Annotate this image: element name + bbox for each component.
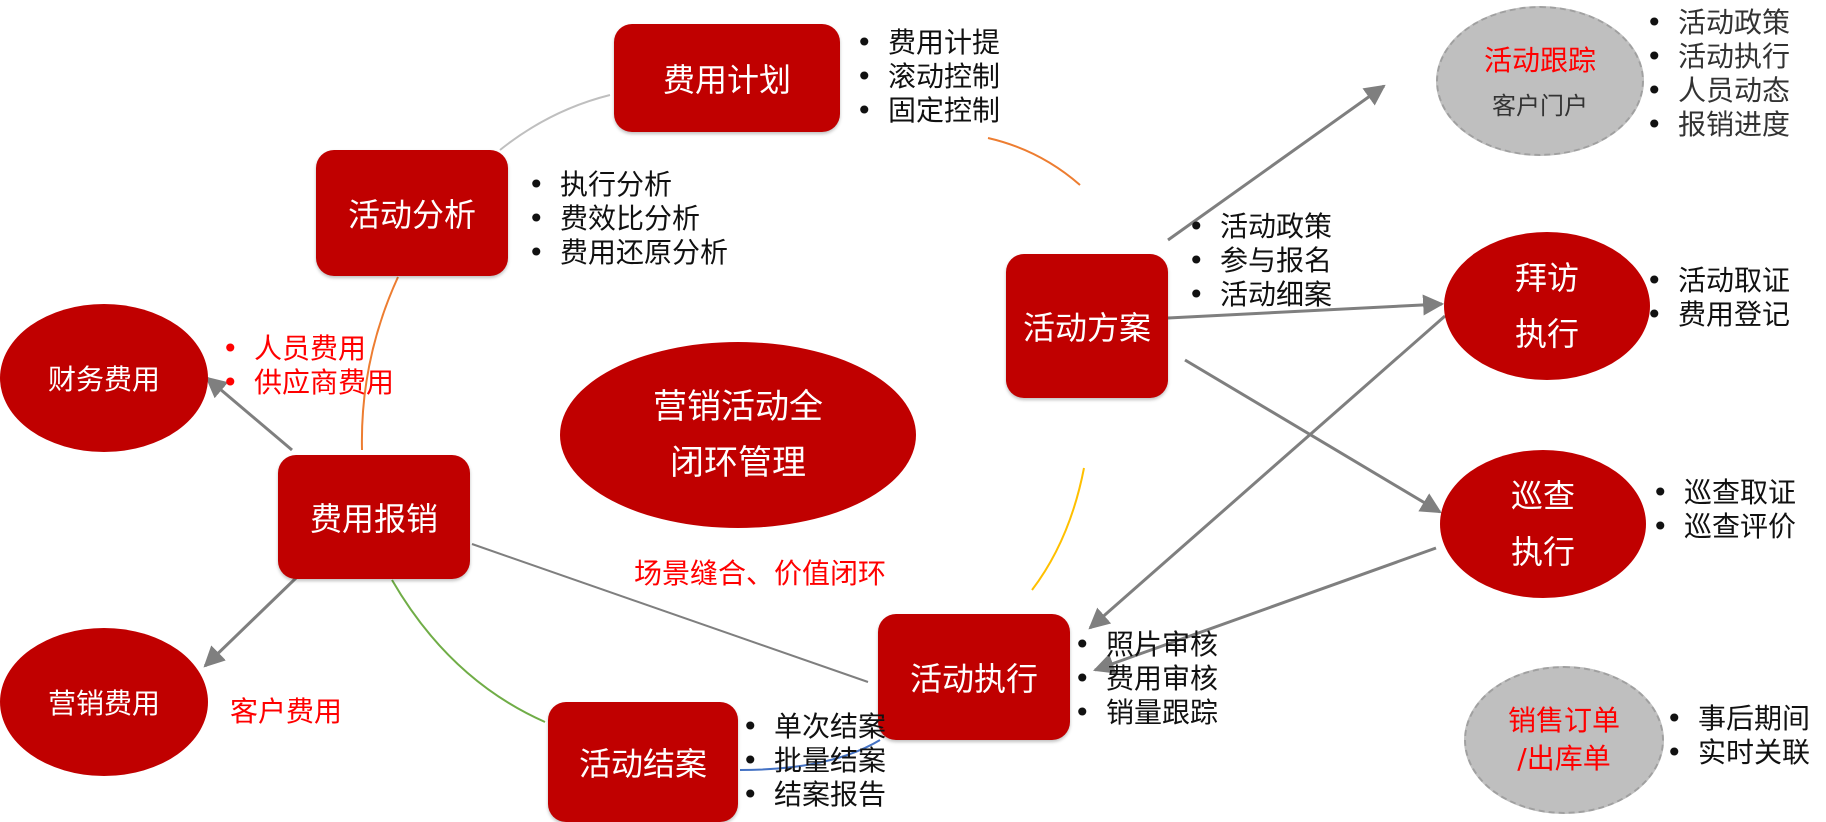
list-item: 费用还原分析 bbox=[524, 236, 728, 270]
list-item: 活动政策 bbox=[1184, 210, 1332, 244]
marketing-fee-label: 营销费用 bbox=[47, 687, 160, 720]
node-settle[interactable]: 活动结案 bbox=[548, 702, 738, 822]
arrow-scheme-patrol bbox=[1184, 358, 1442, 514]
patrol-line1: 巡查 bbox=[1510, 477, 1575, 515]
sales-order-line2: /出库单 bbox=[1517, 742, 1611, 775]
line-reimburse-execute bbox=[471, 543, 869, 683]
scheme-list: 活动政策 参与报名 活动细案 bbox=[1184, 210, 1332, 312]
node-analysis[interactable]: 活动分析 bbox=[316, 150, 508, 276]
ellipse-visit[interactable]: 拜访 执行 bbox=[1444, 232, 1650, 380]
visit-line2: 执行 bbox=[1514, 315, 1579, 353]
plan-list: 费用计提 滚动控制 固定控制 bbox=[852, 26, 1000, 128]
tracking-subtitle: 客户门户 bbox=[1492, 92, 1588, 120]
node-plan[interactable]: 费用计划 bbox=[614, 24, 840, 132]
list-item: 活动细案 bbox=[1184, 278, 1332, 312]
arc-green bbox=[391, 579, 546, 723]
list-item: 单次结案 bbox=[738, 710, 886, 744]
ellipse-sales-order[interactable]: 销售订单 /出库单 bbox=[1464, 666, 1664, 814]
list-item: 活动执行 bbox=[1642, 40, 1790, 74]
list-item: 人员费用 bbox=[218, 332, 394, 366]
list-item: 销量跟踪 bbox=[1070, 696, 1218, 730]
sales-order-line1: 销售订单 bbox=[1507, 704, 1620, 737]
sales-order-list: 事后期间 实时关联 bbox=[1662, 702, 1810, 770]
list-item: 执行分析 bbox=[524, 168, 728, 202]
arrow-visit-execute bbox=[1088, 314, 1446, 630]
finance-fee-label: 财务费用 bbox=[47, 363, 160, 396]
ellipse-finance-fee[interactable]: 财务费用 bbox=[0, 304, 208, 452]
list-item: 滚动控制 bbox=[852, 60, 1000, 94]
list-item: 批量结案 bbox=[738, 744, 886, 778]
tagline: 场景缝合、价值闭环 bbox=[634, 557, 887, 590]
center-ellipse: 营销活动全 闭环管理 bbox=[560, 342, 916, 528]
node-reimburse[interactable]: 费用报销 bbox=[278, 455, 470, 579]
arc-gray bbox=[499, 94, 611, 151]
ellipse-patrol[interactable]: 巡查 执行 bbox=[1440, 450, 1646, 598]
visit-line1: 拜访 bbox=[1514, 259, 1579, 297]
node-execute[interactable]: 活动执行 bbox=[878, 614, 1070, 740]
list-item: 结案报告 bbox=[738, 778, 886, 812]
list-item: 费用计提 bbox=[852, 26, 1000, 60]
patrol-list: 巡查取证 巡查评价 bbox=[1648, 476, 1796, 544]
list-item: 参与报名 bbox=[1184, 244, 1332, 278]
center-title-line2: 闭环管理 bbox=[670, 443, 806, 483]
list-item: 事后期间 bbox=[1662, 702, 1810, 736]
ellipse-tracking[interactable]: 活动跟踪 客户门户 bbox=[1436, 6, 1644, 156]
list-item: 活动取证 bbox=[1642, 264, 1790, 298]
tracking-list: 活动政策 活动执行 人员动态 报销进度 bbox=[1642, 6, 1790, 142]
list-item: 费用登记 bbox=[1642, 298, 1790, 332]
arc-orange-top bbox=[987, 137, 1081, 186]
tracking-title: 活动跟踪 bbox=[1483, 44, 1596, 77]
list-item: 活动政策 bbox=[1642, 6, 1790, 40]
reimburse-fee-list: 人员费用 供应商费用 bbox=[218, 332, 394, 400]
list-item: 巡查评价 bbox=[1648, 510, 1796, 544]
list-item: 供应商费用 bbox=[218, 366, 394, 400]
center-title-line1: 营销活动全 bbox=[653, 387, 823, 427]
settle-list: 单次结案 批量结案 结案报告 bbox=[738, 710, 886, 812]
node-scheme[interactable]: 活动方案 bbox=[1006, 254, 1168, 398]
list-item: 固定控制 bbox=[852, 94, 1000, 128]
list-item: 巡查取证 bbox=[1648, 476, 1796, 510]
arrow-reimburse-marketing bbox=[203, 576, 298, 668]
customer-fee-label: 客户费用 bbox=[230, 695, 343, 728]
ellipse-marketing-fee[interactable]: 营销费用 bbox=[0, 628, 208, 776]
analysis-list: 执行分析 费效比分析 费用还原分析 bbox=[524, 168, 728, 270]
list-item: 人员动态 bbox=[1642, 74, 1790, 108]
list-item: 实时关联 bbox=[1662, 736, 1810, 770]
execute-list: 照片审核 费用审核 销量跟踪 bbox=[1070, 628, 1218, 730]
patrol-line2: 执行 bbox=[1510, 533, 1575, 571]
list-item: 照片审核 bbox=[1070, 628, 1218, 662]
visit-list: 活动取证 费用登记 bbox=[1642, 264, 1790, 332]
list-item: 报销进度 bbox=[1642, 108, 1790, 142]
list-item: 费效比分析 bbox=[524, 202, 728, 236]
list-item: 费用审核 bbox=[1070, 662, 1218, 696]
arc-yellow bbox=[1031, 467, 1085, 591]
